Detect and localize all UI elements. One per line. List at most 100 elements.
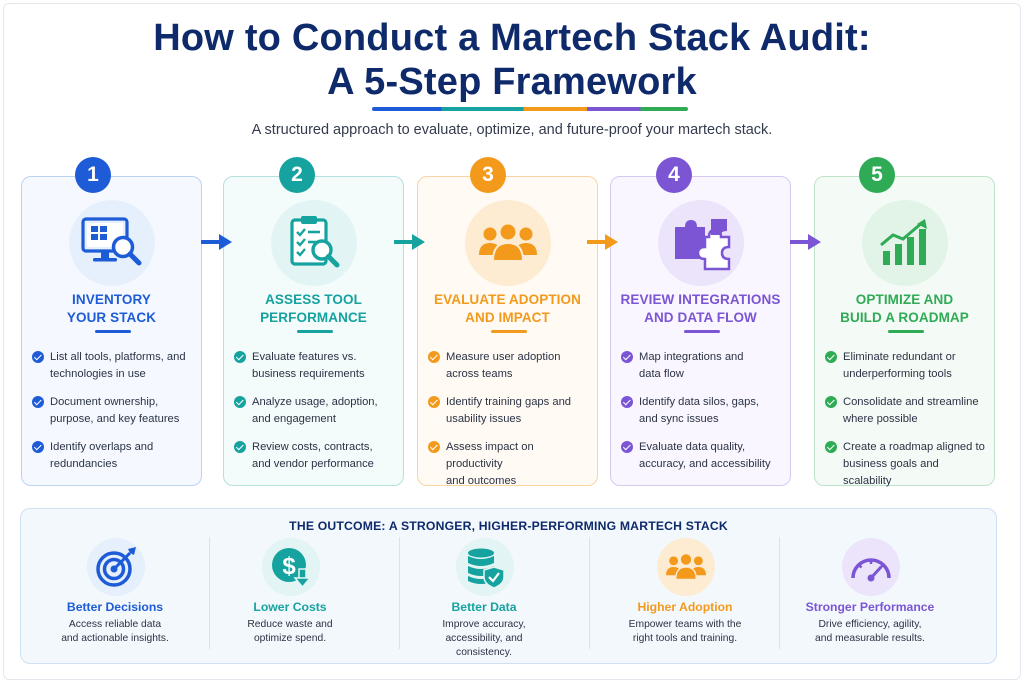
step-underline <box>297 330 333 333</box>
checklist-text-line: across teams <box>446 368 513 380</box>
checklist-item: Review costs, contracts,and vendor perfo… <box>234 439 397 484</box>
checklist-text-line: and engagement <box>252 413 336 425</box>
outcome-description-line: and actionable insights. <box>61 633 169 644</box>
outcome-description: Reduce waste and optimize spend. <box>220 618 360 646</box>
checklist-text-line: usability issues <box>446 413 522 425</box>
step-number-badge: 3 <box>470 157 506 193</box>
outcome-label: Better Data <box>451 600 517 614</box>
dollar-down-icon: $ <box>262 538 320 596</box>
outcome-item-higher-adoption: Higher Adoption Empower teams with the r… <box>591 535 779 657</box>
step-card-3: EVALUATE ADOPTION AND IMPACT Measure use… <box>417 176 598 487</box>
gauge-icon <box>842 538 900 596</box>
arrow-right-icon <box>201 234 232 250</box>
checklist-item: Assess impact on productivity and outcome… <box>428 439 591 487</box>
step-title-line-1: ASSESS TOOL <box>265 292 362 307</box>
checklist-text-line: data flow <box>639 368 684 380</box>
growth-chart-icon <box>862 200 948 286</box>
arrow-right-icon <box>587 234 618 250</box>
step-title-line-1: EVALUATE ADOPTION <box>434 292 581 307</box>
outcome-label: Higher Adoption <box>637 600 733 614</box>
team-icon <box>465 200 551 286</box>
checklist-text-line: Measure user adoption <box>446 351 561 363</box>
checklist-text-line: Create a roadmap aligned to <box>843 441 985 453</box>
checklist-text-line: Map integrations and <box>639 351 744 363</box>
title-underline <box>372 107 688 111</box>
divider <box>589 537 590 649</box>
infographic-frame <box>3 3 1021 680</box>
checklist-item: Document ownership, purpose, and key feat… <box>32 394 195 439</box>
checklist-text-line: and vendor performance <box>252 458 374 470</box>
outcome-description-line: right tools and training. <box>632 633 738 644</box>
checklist-text-line: technologies in use <box>50 368 146 380</box>
outcome-description-line: Empower teams with the <box>628 619 742 630</box>
outcome-description-line: Drive efficiency, agility, <box>818 619 922 630</box>
team-icon <box>657 538 715 596</box>
step-checklist: Eliminate redundant or underperforming to… <box>825 349 988 487</box>
checklist-item: Analyze usage, adoption, and engagement <box>234 394 397 439</box>
outcome-panel: THE OUTCOME: A STRONGER, HIGHER-PERFORMI… <box>20 508 997 664</box>
checklist-text-line: purpose, and key features <box>50 413 180 425</box>
checklist-text-line: List all tools, platforms, and <box>50 351 186 363</box>
check-icon <box>825 396 837 408</box>
checklist-text-line: Analyze usage, adoption, <box>252 396 378 408</box>
checklist-text-line: business requirements <box>252 368 365 380</box>
divider <box>209 537 210 649</box>
step-checklist: Evaluate features vs.business requiremen… <box>234 349 397 484</box>
outcome-description-line: Access reliable data <box>68 619 162 630</box>
checklist-text-line: Assess impact on productivity <box>446 441 534 470</box>
step-number-badge: 5 <box>859 157 895 193</box>
step-title-line-2: BUILD A ROADMAP <box>840 310 969 325</box>
checklist-item: Eliminate redundant or underperforming to… <box>825 349 988 394</box>
outcome-item-better-decisions: Better Decisions Access reliable data an… <box>21 535 209 657</box>
step-title: REVIEW INTEGRATIONS AND DATA FLOW <box>611 291 790 327</box>
check-icon <box>32 396 44 408</box>
outcome-description-line: and measurable results. <box>815 633 925 644</box>
arrow-right-icon <box>790 234 821 250</box>
check-icon <box>428 396 440 408</box>
checklist-text-line: Eliminate redundant or <box>843 351 956 363</box>
step-card-2: ASSESS TOOL PERFORMANCE Evaluate feature… <box>223 176 404 486</box>
step-underline <box>684 330 720 333</box>
outcome-description: Drive efficiency, agility, and measurabl… <box>800 618 940 646</box>
step-title-line-2: PERFORMANCE <box>260 310 367 325</box>
checklist-text-line: Identify training gaps and <box>446 396 572 408</box>
outcome-description-line: Reduce waste and <box>247 619 333 630</box>
divider <box>779 537 780 649</box>
page-title-line-2: A 5-Step Framework <box>327 61 697 103</box>
step-underline <box>491 330 527 333</box>
checklist-text-line: business goals and scalability <box>843 458 939 487</box>
step-title: INVENTORY YOUR STACK <box>22 291 201 327</box>
step-checklist: Map integrations and data flow Identify d… <box>621 349 784 484</box>
check-icon <box>621 396 633 408</box>
page-title-line-1: How to Conduct a Martech Stack Audit: <box>153 17 871 59</box>
checklist-text-line: Document ownership, <box>50 396 159 408</box>
outcome-item-stronger-performance: Stronger Performance Drive efficiency, a… <box>776 535 964 657</box>
step-underline <box>95 330 131 333</box>
checklist-text-line: underperforming tools <box>843 368 952 380</box>
step-card-5: OPTIMIZE AND BUILD A ROADMAP Eliminate r… <box>814 176 995 487</box>
target-icon <box>87 538 145 596</box>
outcome-description-line: accessibility, and <box>445 633 523 644</box>
step-card-4: REVIEW INTEGRATIONS AND DATA FLOW Map in… <box>610 176 791 486</box>
checklist-text-line: accuracy, and accessibility <box>639 458 771 470</box>
checklist-item: List all tools, platforms, and technologi… <box>32 349 195 394</box>
check-icon <box>621 441 633 453</box>
step-checklist: List all tools, platforms, and technologi… <box>32 349 195 484</box>
step-title-line-2: AND IMPACT <box>465 310 550 325</box>
outcome-description-line: optimize spend. <box>253 633 327 644</box>
checklist-item: Create a roadmap aligned to business goal… <box>825 439 988 487</box>
check-icon <box>825 351 837 363</box>
svg-text:$: $ <box>282 553 296 580</box>
step-title-line-1: INVENTORY <box>72 292 151 307</box>
checklist-text-line: and outcomes <box>446 475 517 487</box>
arrow-right-icon <box>394 234 425 250</box>
checklist-text-line: and sync issues <box>639 413 719 425</box>
checklist-text-line: Evaluate data quality, <box>639 441 746 453</box>
checklist-text-line: Identify data silos, gaps, <box>639 396 760 408</box>
divider <box>399 537 400 649</box>
outcome-label: Stronger Performance <box>805 600 935 614</box>
checklist-text-line: Identify overlaps and <box>50 441 154 453</box>
outcome-description: Empower teams with the right tools and t… <box>615 618 755 646</box>
